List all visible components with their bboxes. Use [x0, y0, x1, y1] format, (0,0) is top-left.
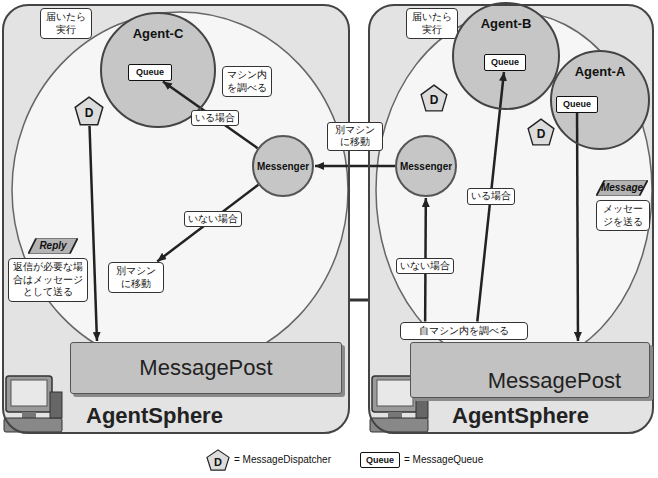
node-text: マシン内を調べる — [226, 69, 268, 94]
sphere-ground — [368, 4, 654, 434]
node-text: D — [430, 90, 439, 107]
note-box: マシン内を調べる — [222, 66, 272, 97]
edge-label: 別マシンに移動 — [327, 122, 383, 151]
node-text: Agent-A — [575, 64, 626, 79]
edge-label: いる場合 — [467, 188, 515, 205]
node-text: Message — [601, 180, 643, 196]
legend-symbol-text: D — [214, 453, 222, 468]
node-text: Queue — [487, 55, 523, 69]
legend-text: = MessageDispatcher — [234, 453, 331, 467]
flow-arrow — [576, 113, 579, 341]
flow-arrow — [90, 126, 97, 341]
note-box: 返信が必要な場合はメッセージとして送る — [8, 258, 88, 302]
message-post: MessagePost自マシン内を調べる — [410, 342, 650, 398]
edge-label: いない場合 — [396, 258, 454, 275]
network-line — [348, 299, 370, 302]
message-dispatcher: D — [74, 96, 104, 126]
message-tag: Message — [596, 180, 648, 196]
node-text: Messenger — [257, 161, 309, 172]
node-text: 返信が必要な場合はメッセージとして送る — [12, 261, 84, 299]
sphere-inner-circle — [376, 12, 652, 368]
node-text: MessagePost — [139, 355, 272, 381]
reply-tag: Reply — [28, 238, 78, 254]
message-queue: Queue — [128, 64, 172, 81]
note-box: 届いたら実行 — [406, 8, 458, 39]
legend-dispatcher-sample: D — [206, 449, 230, 471]
sphere-name: AgentSphere — [86, 404, 223, 428]
agent-fill — [453, 3, 559, 109]
computer-icon — [4, 376, 62, 432]
node-text: Agent-B — [481, 16, 532, 31]
edge-label: いる場合 — [191, 110, 239, 127]
message-queue: Queue — [484, 54, 526, 71]
agent-circle: Agent-A Queue — [550, 50, 650, 150]
agent-sphere: AgentSphere届いたら実行Agent-BQueueDAgent-AQue… — [368, 4, 654, 434]
node-text: 届いたら実行 — [410, 11, 454, 36]
node-text: Agent-C — [133, 26, 184, 41]
message-queue: Queue — [556, 96, 598, 113]
node-text: D — [85, 103, 94, 120]
message-dispatcher: D — [420, 84, 448, 112]
note-box: 自マシン内を調べる — [400, 322, 528, 341]
node-text: Queue — [559, 97, 595, 111]
legend-symbol-text: Queue — [363, 453, 397, 467]
node-text: 届いたら実行 — [44, 11, 88, 36]
message-dispatcher: D — [527, 118, 555, 146]
node-text: 自マシン内を調べる — [404, 325, 524, 338]
move-box: 別マシンに移動 — [108, 262, 164, 293]
agent-circle: Agent-B Queue — [452, 2, 560, 110]
node-text: Messenger — [400, 161, 452, 172]
flow-arrow — [315, 165, 395, 168]
node-text: メッセージを送る — [600, 203, 646, 228]
legend-text: = MessageQueue — [404, 453, 483, 467]
edge-label: いない場合 — [184, 211, 242, 228]
agent-sphere: AgentSphere 届いたら実行 Agent-C QueueD マシン内を調べる Me… — [2, 4, 350, 434]
node-text: MessagePost — [488, 368, 621, 394]
node-text: Queue — [131, 65, 169, 79]
sphere-name: AgentSphere — [452, 404, 589, 428]
note-box: メッセージを送る — [596, 200, 650, 231]
flow-arrow — [157, 185, 258, 262]
sphere-ground — [2, 4, 350, 434]
note-box: 届いたら実行 — [40, 8, 92, 39]
legend-queue-sample: Queue — [360, 452, 400, 468]
sphere-inner-circle — [12, 12, 348, 368]
node-text: Reply — [39, 238, 66, 254]
messenger-circle: Messenger — [252, 135, 314, 197]
message-post: MessagePost — [70, 342, 342, 394]
node-text: D — [537, 124, 546, 141]
messenger-circle: Messenger — [395, 135, 457, 197]
node-text: 別マシンに移動 — [112, 265, 160, 290]
agent-fill — [551, 51, 649, 149]
